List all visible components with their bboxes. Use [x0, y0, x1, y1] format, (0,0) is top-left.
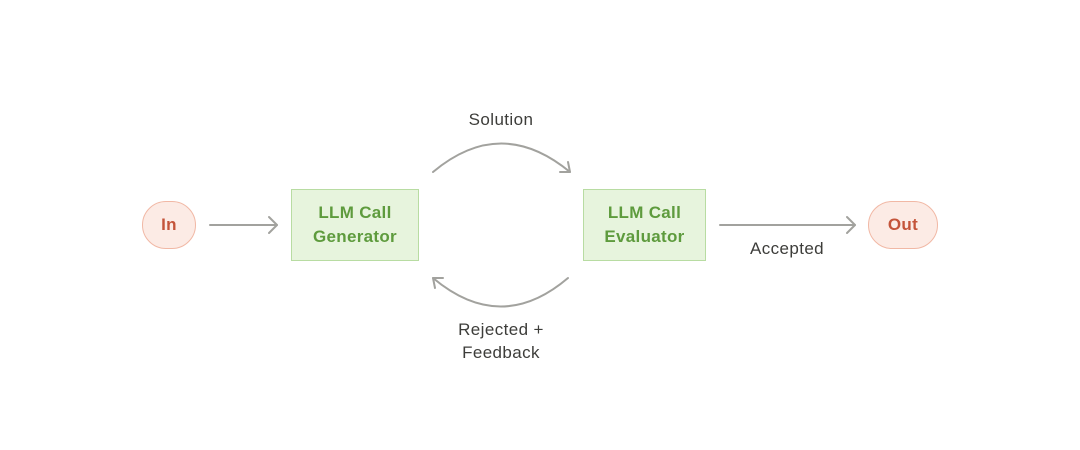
arrow-accepted-head [846, 216, 856, 234]
arrow-rejected-feedback [432, 277, 569, 308]
evaluator-node-line2: Evaluator [604, 227, 685, 246]
generator-node: LLM Call Generator [291, 189, 419, 261]
output-node: Out [868, 201, 938, 249]
generator-node-line2: Generator [313, 227, 397, 246]
input-node: In [142, 201, 196, 249]
solution-label: Solution [441, 108, 561, 131]
input-node-label: In [161, 215, 177, 234]
rejected-feedback-label: Rejected + Feedback [441, 318, 561, 364]
arrow-rejected-feedback-head [432, 277, 444, 289]
arrow-solution-arc [432, 142, 571, 173]
arrow-input-to-generator-head [268, 216, 278, 234]
generator-node-line1: LLM Call [318, 203, 392, 222]
evaluator-node: LLM Call Evaluator [583, 189, 706, 261]
accepted-label-text: Accepted [749, 239, 825, 258]
solution-label-text: Solution [468, 110, 534, 129]
arrow-solution-head [559, 161, 571, 173]
arrow-accepted [719, 216, 856, 234]
arrow-solution [432, 142, 571, 173]
output-node-label: Out [887, 215, 919, 234]
arrow-rejected-feedback-arc [432, 277, 569, 308]
arrow-input-to-generator [209, 216, 278, 234]
rejected-feedback-label-line1: Rejected + [458, 320, 544, 339]
accepted-label: Accepted [727, 237, 847, 260]
rejected-feedback-label-line2: Feedback [462, 343, 540, 362]
evaluator-node-line1: LLM Call [607, 203, 682, 222]
